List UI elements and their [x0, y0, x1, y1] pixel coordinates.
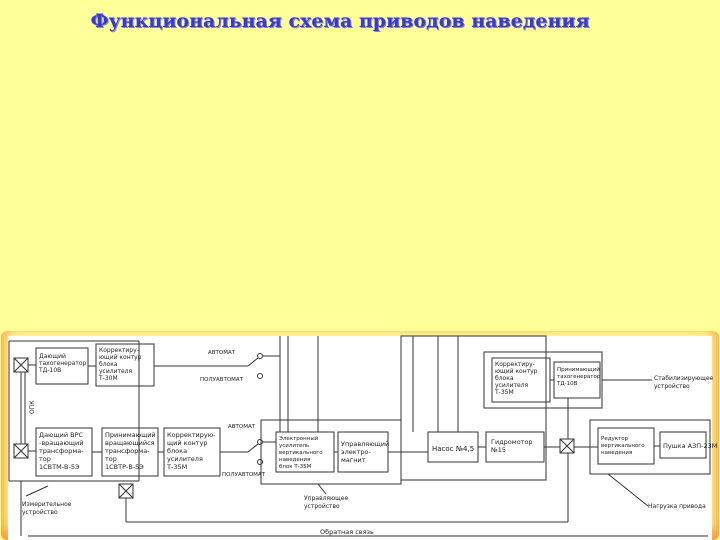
label-load: Нагрузка привода: [648, 503, 706, 510]
block-corrective-top: [95, 343, 155, 387]
label-pump: Насос №4,5: [432, 445, 474, 453]
label-semi-mid: ПОЛУАВТОМАТ: [222, 472, 266, 478]
label-auto-mid: АВТОМАТ: [228, 424, 256, 430]
label-opk: ОПК: [29, 400, 36, 414]
label-auto-top: АВТОМАТ: [208, 350, 236, 356]
label-gun: Пушка АЗП-23М: [663, 442, 717, 450]
label-semi-top: ПОЛУАВТОМАТ: [200, 377, 244, 383]
page-title: Функциональная схема приводов наведения: [90, 10, 590, 32]
main-loop-outline: [400, 335, 547, 481]
block-gun: [659, 431, 707, 459]
measuring-device-group: [8, 340, 140, 482]
sync-box-right: [559, 438, 575, 454]
label-feedback: Обратная связь: [320, 528, 374, 536]
